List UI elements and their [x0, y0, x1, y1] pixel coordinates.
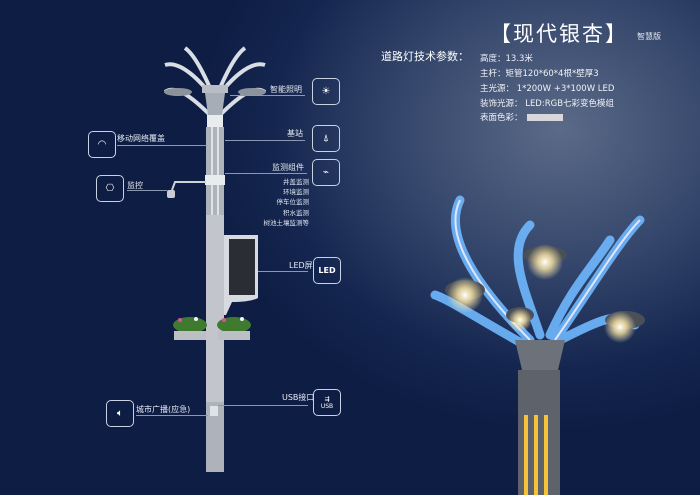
monitor-pulse-icon: ⌁ — [312, 159, 340, 186]
monitoring-item: 井盖监测 — [283, 178, 309, 186]
base-station-leader-line — [225, 140, 305, 141]
monitoring-leader-line — [225, 173, 307, 174]
broadcast-label: 城市广播(应急) — [136, 405, 191, 414]
camera-leader-line — [127, 190, 167, 191]
spec-pole: 主杆：矩管120*60*4根*壁厚3 — [480, 69, 599, 79]
led-leader-line — [258, 271, 308, 272]
usb-icon-text: USB — [320, 402, 334, 410]
camera-label: 监控 — [127, 181, 143, 190]
monitoring-item: 树池土壤监测等 — [263, 219, 310, 227]
specs-heading: 道路灯技术参数： — [381, 50, 469, 63]
mobile-network-label: 移动网络覆盖 — [117, 134, 165, 143]
flower-boxes — [173, 317, 251, 340]
lighting-label: 智能照明 — [270, 85, 302, 94]
wifi-icon: ◠ — [88, 131, 116, 158]
yellow-led-strip — [524, 415, 528, 495]
antenna-tower-icon: ⍋ — [312, 125, 340, 152]
monitoring-label: 监测组件 — [272, 163, 304, 172]
sun-icon: ☀ — [312, 78, 340, 105]
usb-label: USB接口 — [282, 393, 315, 402]
color-swatch — [526, 114, 563, 121]
light-glow — [604, 311, 636, 343]
broadcast-leader-line — [136, 415, 208, 416]
spec-surface-color: 表面色彩： — [480, 111, 563, 123]
pole-base — [206, 402, 224, 472]
lamp-top-cap — [202, 85, 228, 93]
lamp-head-left — [164, 88, 192, 96]
usb-symbol: ⇶ — [324, 395, 330, 403]
base-station-label: 基站 — [287, 129, 303, 138]
light-glow — [508, 308, 532, 332]
mobile-network-leader-line — [117, 145, 207, 146]
cctv-camera-icon: ⎔ — [96, 175, 124, 202]
yellow-led-strip — [544, 415, 548, 495]
spec-deco-light: 装饰光源： LED:RGB七彩变色模组 — [480, 97, 614, 109]
spec-deco-light-text: 装饰光源： LED:RGB七彩变色模组 — [480, 99, 615, 109]
monitoring-item: 环境监测 — [283, 188, 309, 196]
page-title: 【现代银杏】 — [490, 22, 628, 46]
spec-height: 高度：13.3米 — [480, 54, 533, 64]
lighting-leader-line — [230, 95, 305, 96]
light-glow — [527, 244, 563, 280]
camera-arm — [171, 181, 206, 191]
monitoring-item: 停车位监测 — [276, 198, 310, 206]
led-screen-label: LED屏 — [289, 261, 313, 270]
lamp-collar — [515, 340, 565, 370]
usb-icon: ⇶USB — [313, 389, 341, 416]
spec-surface-color-label: 表面色彩： — [480, 113, 523, 123]
street-lamp-diagram — [163, 46, 267, 472]
usb-leader-line — [218, 405, 308, 406]
speaker-icon: 🔈︎ — [106, 400, 134, 427]
camera — [167, 190, 175, 198]
light-glow — [447, 277, 483, 313]
monitoring-item: 积水监测 — [283, 209, 309, 217]
lamp-closeup-render — [430, 195, 645, 495]
lamp-head-right — [238, 88, 266, 96]
yellow-led-strip — [534, 415, 538, 495]
led-icon: LED — [313, 257, 341, 284]
edition-label: 智慧版 — [637, 32, 661, 41]
spec-main-light: 主光源： 1*200W +3*100W LED — [480, 84, 615, 94]
